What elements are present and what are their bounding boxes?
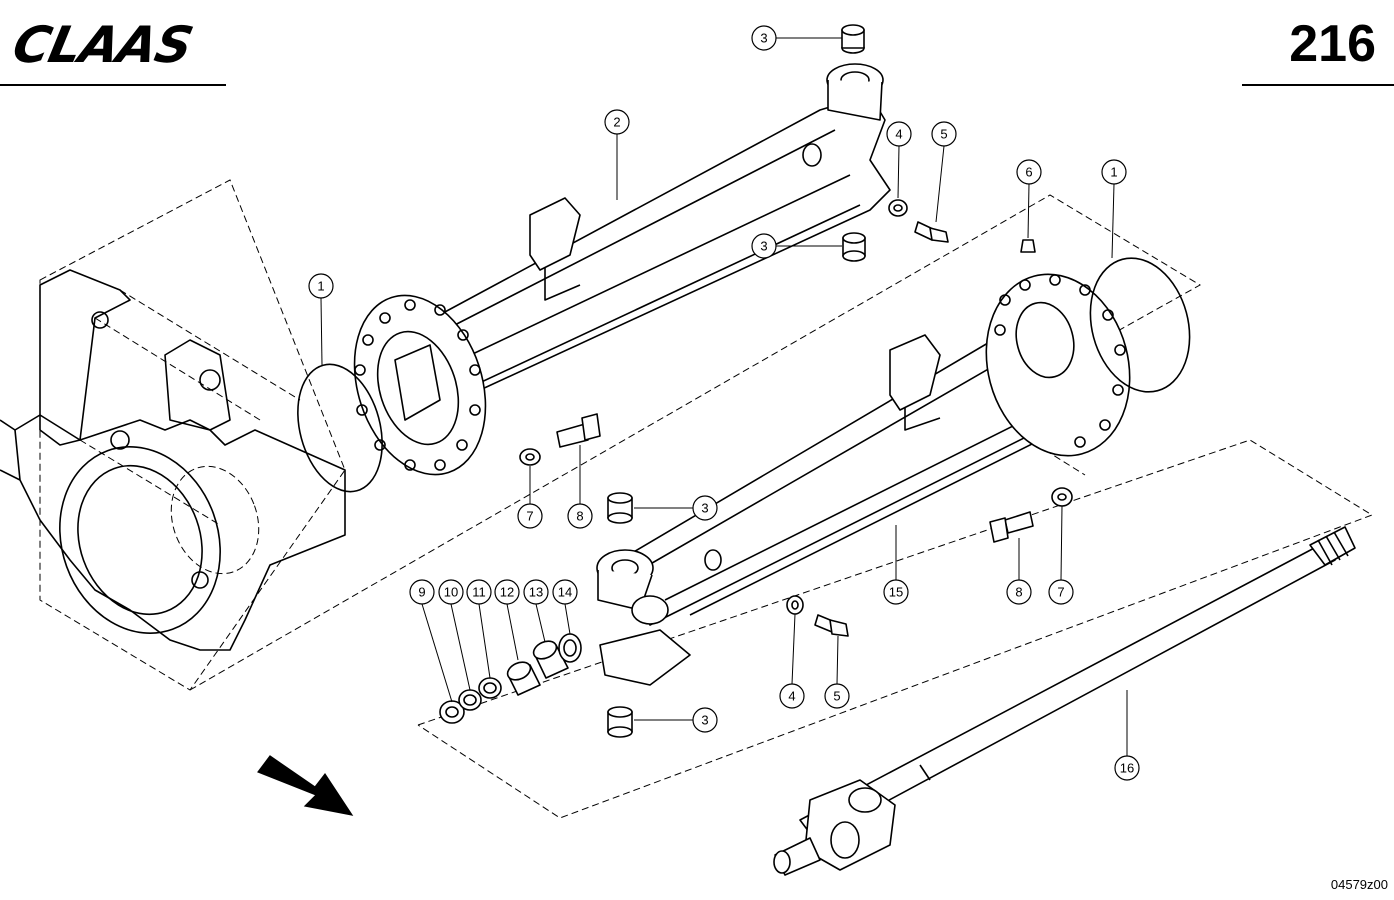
- svg-text:14: 14: [558, 585, 572, 600]
- callout-1-right: 1: [1101, 159, 1127, 185]
- upper-flange-bolt-holes: [354, 299, 481, 471]
- svg-text:3: 3: [760, 31, 767, 46]
- callout-4-top: 4: [886, 121, 912, 147]
- drawing-code: 04579z00: [1330, 877, 1388, 892]
- callout-12: 12: [494, 579, 520, 605]
- svg-text:3: 3: [701, 713, 708, 728]
- svg-text:10: 10: [444, 585, 458, 600]
- callout-5-bottom: 5: [824, 683, 850, 709]
- callout-9: 9: [409, 579, 435, 605]
- seal-stack: [439, 633, 582, 724]
- drive-shaft: [773, 526, 1356, 876]
- bush-lower-a: [607, 492, 633, 524]
- bush-lower-b: [607, 706, 633, 738]
- svg-text:1: 1: [1110, 165, 1117, 180]
- svg-text:5: 5: [833, 689, 840, 704]
- header-rule-left: [0, 84, 226, 86]
- header-rule-right: [1242, 84, 1394, 86]
- svg-text:5: 5: [940, 127, 947, 142]
- svg-text:12: 12: [500, 585, 514, 600]
- callout-1-left: 1: [308, 273, 334, 299]
- bushes: [607, 24, 866, 738]
- lower-flange-bolt-holes: [994, 274, 1126, 448]
- page-number: 216: [1289, 15, 1376, 73]
- svg-text:3: 3: [701, 501, 708, 516]
- callout-4-bottom: 4: [779, 683, 805, 709]
- steering-knuckle: [0, 269, 346, 651]
- callout-7-right: 7: [1048, 579, 1074, 605]
- callout-14: 14: [552, 579, 578, 605]
- svg-text:1: 1: [317, 279, 324, 294]
- svg-text:3: 3: [760, 239, 767, 254]
- bush-top: [841, 24, 865, 54]
- o-ring-left: [297, 363, 383, 493]
- lower-axle-beam: [596, 273, 1131, 686]
- callout-8-right: 8: [1006, 579, 1032, 605]
- callout-3-top: 3: [751, 25, 777, 51]
- callout-16: 16: [1114, 755, 1140, 781]
- svg-text:8: 8: [576, 509, 583, 524]
- upper-axle-beam: [353, 63, 891, 476]
- svg-text:15: 15: [889, 585, 903, 600]
- svg-text:11: 11: [472, 585, 486, 600]
- bush-middle: [842, 232, 866, 262]
- callout-8-left: 8: [567, 503, 593, 529]
- callout-6: 6: [1016, 159, 1042, 185]
- callout-11: 11: [466, 579, 492, 605]
- callout-5-top: 5: [931, 121, 957, 147]
- o-ring-right: [1089, 257, 1191, 393]
- svg-text:4: 4: [895, 127, 902, 142]
- callout-3-mid: 3: [751, 233, 777, 259]
- assembly-guides: [39, 179, 1374, 819]
- svg-text:6: 6: [1025, 165, 1032, 180]
- fasteners: [519, 199, 1073, 637]
- callout-10: 10: [438, 579, 464, 605]
- svg-text:9: 9: [418, 585, 425, 600]
- leader-lines: [320, 37, 1128, 756]
- callout-7-left: 7: [517, 503, 543, 529]
- svg-text:7: 7: [526, 509, 533, 524]
- callout-3-lower-a: 3: [692, 495, 718, 521]
- direction-arrow: [257, 755, 354, 816]
- svg-text:4: 4: [788, 689, 795, 704]
- svg-text:16: 16: [1120, 761, 1134, 776]
- svg-text:2: 2: [613, 115, 620, 130]
- svg-text:8: 8: [1015, 585, 1022, 600]
- callout-2: 2: [604, 109, 630, 135]
- callout-bubbles: 1 1 2 3 3 3 3 4 4 5 5 6 7 7 8 8 9 10 11 …: [308, 25, 1140, 781]
- callout-13: 13: [523, 579, 549, 605]
- svg-text:13: 13: [529, 585, 543, 600]
- callout-3-lower-b: 3: [692, 707, 718, 733]
- svg-text:7: 7: [1057, 585, 1064, 600]
- callout-15: 15: [883, 579, 909, 605]
